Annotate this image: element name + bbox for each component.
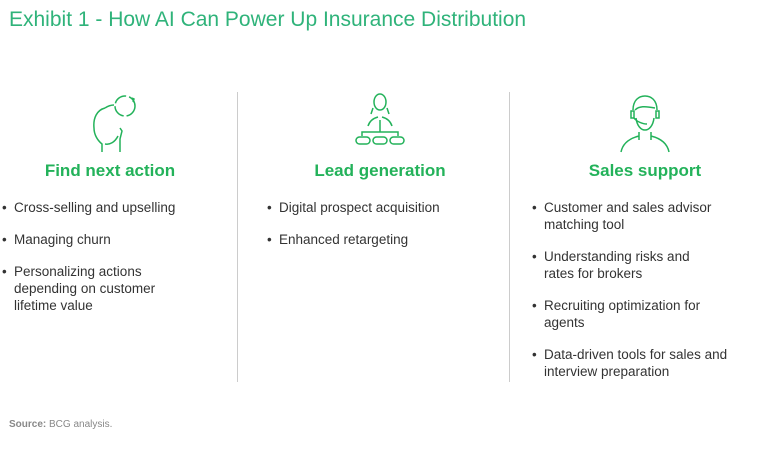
source-label: Source: <box>9 419 47 430</box>
list-item: Customer and sales advisor matching tool <box>530 199 734 233</box>
column-heading: Find next action <box>44 161 176 180</box>
list-item: Cross-selling and upselling <box>0 199 220 216</box>
page-title: Exhibit 1 - How AI Can Power Up Insuranc… <box>9 8 527 31</box>
column-lead-generation: Lead generation Digital prospect acquisi… <box>265 88 495 263</box>
list-item: Understanding risks and rates for broker… <box>530 248 719 282</box>
list-item: Digital prospect acquisition <box>265 199 495 216</box>
column-heading: Sales support <box>588 161 702 180</box>
list-item: Personalizing actions depending on custo… <box>0 263 194 314</box>
column-heading: Lead generation <box>314 161 446 180</box>
column-divider <box>237 92 238 382</box>
list-item: Managing churn <box>0 231 220 248</box>
column-divider <box>509 92 510 382</box>
list-item: Recruiting optimization for agents <box>530 297 719 331</box>
source-note: Source: BCG analysis. <box>9 419 112 430</box>
column-sales-support: Sales support Customer and sales advisor… <box>530 88 760 395</box>
person-cycle-icon <box>93 95 136 152</box>
headset-agent-icon <box>620 95 670 153</box>
list-item: Data-driven tools for sales and intervie… <box>530 346 739 380</box>
person-hierarchy-icon <box>355 93 405 145</box>
source-text: BCG analysis. <box>49 419 113 430</box>
list-item: Enhanced retargeting <box>265 231 495 248</box>
column-find-next-action: Find next action Cross-selling and upsel… <box>0 88 220 329</box>
